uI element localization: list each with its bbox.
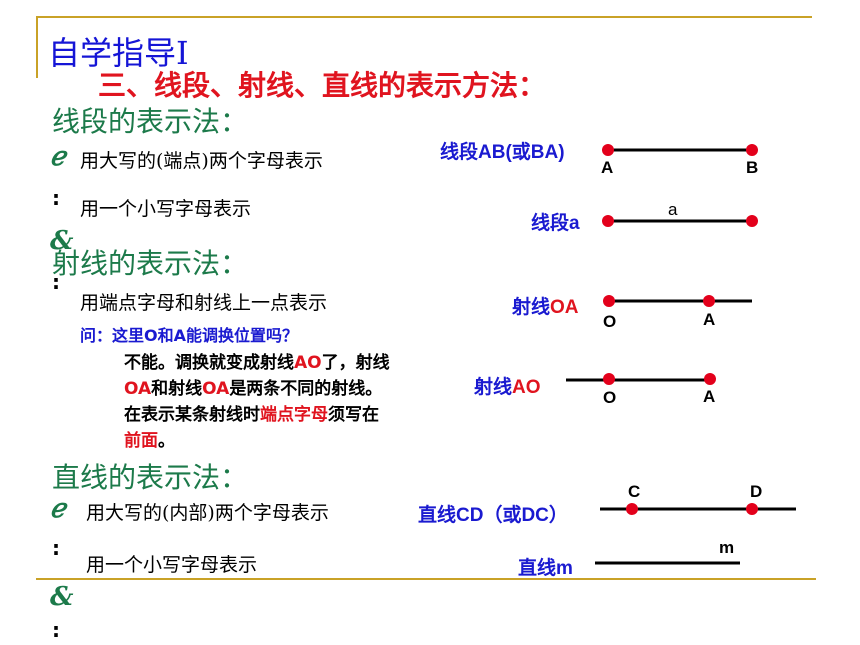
answer-text: 是两条不同的射线。 (229, 379, 383, 399)
slide-title: 自学指导Ⅰ (48, 34, 189, 72)
point-o (603, 295, 615, 307)
segment-a-endpoint (602, 215, 614, 227)
line-m-label: 直线m (518, 558, 573, 579)
point-b (746, 144, 758, 156)
bullet-symbol: ℯ (50, 494, 66, 524)
ray-heading: 射线的表示法： (52, 247, 249, 280)
ray-answer-line-1: 不能。调换就变成射线AO了，射线 (124, 350, 390, 376)
point-label-a: A (703, 387, 716, 406)
ray-answer-line-2: OA和射线OA是两条不同的射线。 (124, 376, 382, 402)
point-label-d: D (750, 482, 763, 501)
top-rule (36, 16, 812, 18)
segment-a-label: 线段a (531, 213, 580, 234)
answer-text: 不能。调换就变成射线 (124, 353, 294, 373)
answer-red-text: OA (202, 379, 230, 399)
ray-question: 问：这里O和A能调换位置吗？ (80, 326, 298, 345)
answer-red-text: OA (124, 379, 152, 399)
bullet-symbol: & (50, 226, 74, 256)
bullet-symbol: ℯ (50, 142, 66, 172)
point-a (704, 373, 716, 385)
point-label-o: O (603, 312, 617, 331)
segment-ab-label: 线段AB(或BA) (440, 142, 565, 163)
bullet-colon: : (52, 270, 60, 294)
bullet-symbol: & (50, 582, 74, 612)
point-label-c: C (628, 482, 641, 501)
answer-text: 。 (158, 431, 175, 451)
ray-text-1: 用端点字母和射线上一点表示 (80, 292, 328, 314)
answer-text: 须写在 (328, 405, 379, 425)
line-text-2: 用一个小写字母表示 (86, 554, 258, 576)
left-rule (36, 16, 38, 78)
point-a (703, 295, 715, 307)
answer-text: 了，射线 (321, 353, 390, 373)
segment-text-2: 用一个小写字母表示 (80, 198, 252, 220)
segment-text-1: 用大写的(端点)两个字母表示 (80, 150, 323, 172)
bullet-colon: : (52, 186, 60, 210)
point-c (626, 503, 638, 515)
ray-label-prefix: 射线 (512, 297, 551, 318)
ray-label-red: OA (550, 297, 579, 318)
bottom-rule (36, 578, 816, 580)
line-text-1: 用大写的(内部)两个字母表示 (86, 502, 329, 524)
ray-answer-line-4: 前面。 (124, 428, 175, 454)
bullet-colon: : (52, 536, 60, 560)
answer-red-text: 前面 (124, 431, 158, 451)
answer-text: 在表示某条射线时 (124, 405, 260, 425)
line-heading: 直线的表示法： (52, 461, 249, 494)
point-a (602, 144, 614, 156)
point-label-a: A (601, 158, 614, 177)
ray-ao-label: 射线AO (474, 372, 541, 399)
line-letter-m: m (719, 538, 735, 557)
segment-letter-a: a (668, 200, 678, 219)
line-cd-label: 直线CD（或DC） (418, 505, 568, 526)
ray-answer-line-3: 在表示某条射线时端点字母须写在 (124, 402, 379, 428)
point-label-a: A (703, 310, 716, 329)
segment-a-endpoint (746, 215, 758, 227)
ray-label-red: AO (512, 377, 541, 398)
point-label-o: O (603, 388, 617, 407)
point-label-b: B (746, 158, 759, 177)
answer-red-text: AO (294, 353, 322, 373)
segment-heading: 线段的表示法： (52, 105, 249, 138)
ray-oa-label: 射线OA (512, 292, 579, 319)
ray-label-prefix: 射线 (474, 377, 513, 398)
point-o (603, 373, 615, 385)
answer-red-text: 端点字母 (260, 405, 328, 425)
subtitle: 三、线段、射线、直线的表示方法： (98, 69, 547, 102)
point-d (746, 503, 758, 515)
answer-text: 和射线 (151, 379, 203, 399)
bullet-colon: : (52, 618, 60, 642)
